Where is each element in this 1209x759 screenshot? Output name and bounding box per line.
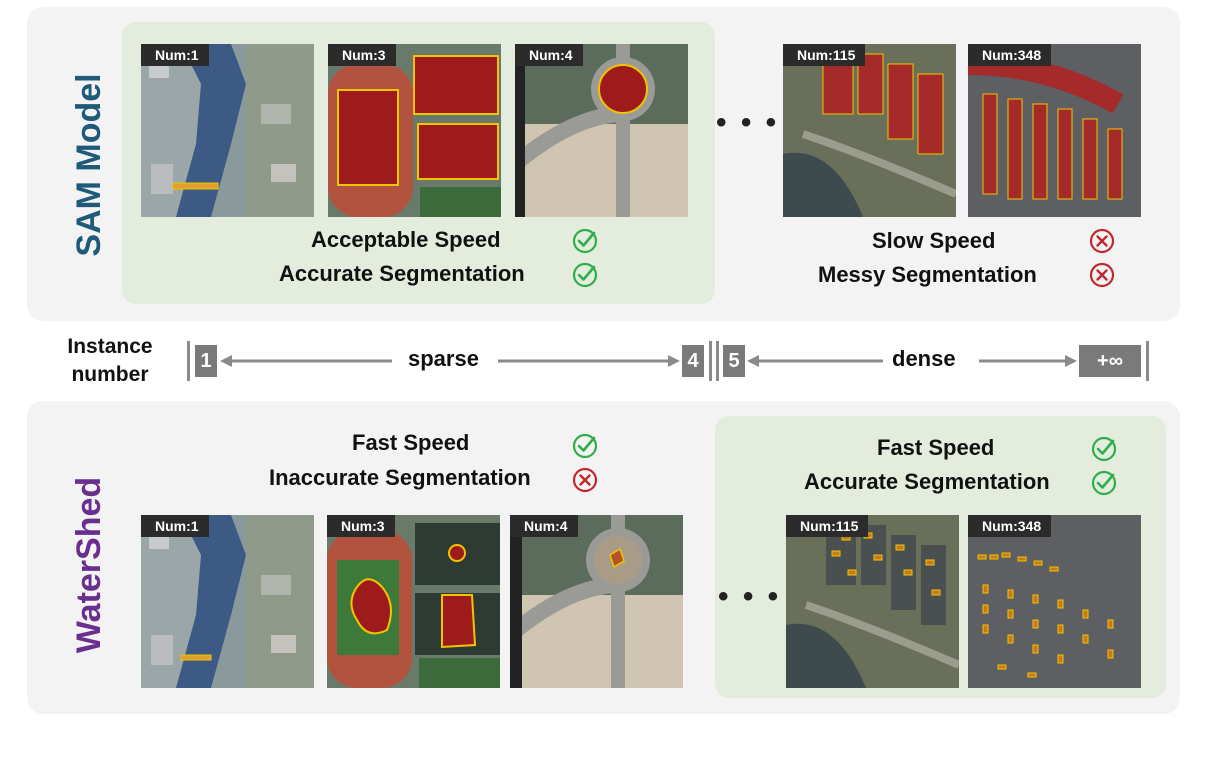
check-icon <box>1091 470 1117 496</box>
axis-divider-bar <box>716 341 719 381</box>
aerial-stadium-image <box>327 515 500 688</box>
watershed-title: WaterShed <box>70 476 108 654</box>
ws-image-num1: Num:1 <box>141 515 314 688</box>
sam-image-num348: Num:348 <box>968 44 1141 217</box>
ws-sparse-speed: Fast Speed <box>352 430 470 455</box>
aerial-parking-image <box>968 515 1141 688</box>
image-count-label: Num:4 <box>510 515 578 537</box>
sam-sparse-seg: Accurate Segmentation <box>279 261 525 286</box>
aerial-roundabout-image <box>515 44 688 217</box>
check-icon <box>1091 436 1117 462</box>
image-count-label: Num:115 <box>783 44 866 66</box>
ws-image-num348: Num:348 <box>968 515 1141 688</box>
ws-dense-seg: Accurate Segmentation <box>804 469 1050 494</box>
ws-sparse-seg: Inaccurate Segmentation <box>269 465 531 490</box>
check-icon <box>572 433 598 459</box>
check-icon <box>572 262 598 288</box>
axis-end-bar <box>1146 341 1149 381</box>
dense-label: dense <box>892 346 956 371</box>
cross-icon <box>572 467 598 493</box>
aerial-marina-image <box>786 515 959 688</box>
aerial-river-image <box>141 44 314 217</box>
ws-dense-speed: Fast Speed <box>877 435 995 460</box>
axis-end-box: +∞ <box>1079 345 1141 377</box>
sam-ellipsis: • • • <box>716 106 780 139</box>
sam-image-num4: Num:4 <box>515 44 688 217</box>
cross-icon <box>1089 262 1115 288</box>
ws-image-num3: Num:3 <box>327 515 500 688</box>
ws-image-num115: Num:115 <box>786 515 959 688</box>
ws-ellipsis: • • • <box>718 580 782 613</box>
sam-sparse-speed: Acceptable Speed <box>311 227 501 252</box>
sam-dense-seg: Messy Segmentation <box>818 262 1037 287</box>
sam-dense-speed: Slow Speed <box>872 228 996 253</box>
image-count-label: Num:1 <box>141 515 209 537</box>
aerial-roundabout-image <box>510 515 683 688</box>
sparse-label: sparse <box>408 346 479 371</box>
check-icon <box>572 228 598 254</box>
cross-icon <box>1089 228 1115 254</box>
axis-title-line2: number <box>71 363 149 386</box>
aerial-river-image <box>141 515 314 688</box>
sam-image-num3: Num:3 <box>328 44 501 217</box>
axis-start-bar <box>187 341 190 381</box>
axis-sparse-end-box: 4 <box>682 345 704 377</box>
sam-image-num115: Num:115 <box>783 44 956 217</box>
aerial-parking-image <box>968 44 1141 217</box>
sparse-arrow <box>220 355 680 367</box>
image-count-label: Num:4 <box>515 44 583 66</box>
aerial-marina-image <box>783 44 956 217</box>
dense-arrow <box>747 355 1077 367</box>
axis-dense-start-box: 5 <box>723 345 745 377</box>
axis-title: Instance number <box>50 333 170 389</box>
axis-title-line1: Instance <box>67 335 153 358</box>
sam-image-num1: Num:1 <box>141 44 314 217</box>
image-count-label: Num:115 <box>786 515 869 537</box>
aerial-stadium-image <box>328 44 501 217</box>
axis-start-box: 1 <box>195 345 217 377</box>
image-count-label: Num:1 <box>141 44 209 66</box>
image-count-label: Num:348 <box>968 44 1052 66</box>
ws-image-num4: Num:4 <box>510 515 683 688</box>
sam-title: SAM Model <box>70 73 108 257</box>
image-count-label: Num:3 <box>328 44 396 66</box>
axis-divider-bar <box>709 341 712 381</box>
image-count-label: Num:3 <box>327 515 395 537</box>
image-count-label: Num:348 <box>968 515 1052 537</box>
